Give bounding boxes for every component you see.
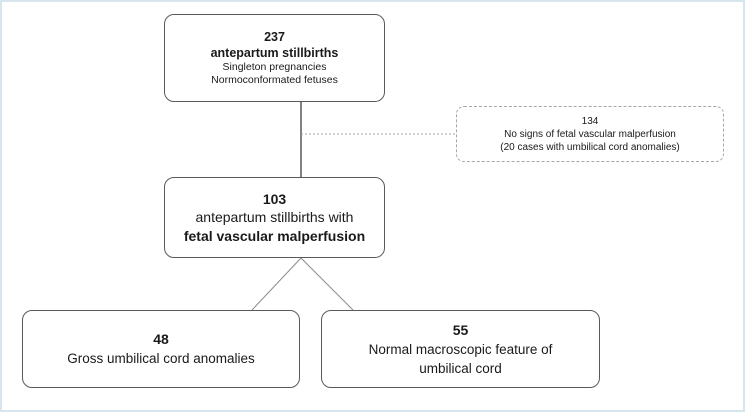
connector-fvm-to-gross xyxy=(251,257,302,311)
box-fvm-stillbirths: 103 antepartum stillbirths with fetal va… xyxy=(164,177,385,258)
box-total-stillbirths: 237 antepartum stillbirths Singleton pre… xyxy=(164,14,385,102)
box-excluded-no-fvm: 134 No signs of fetal vascular malperfus… xyxy=(456,106,724,162)
fvm-line2: fetal vascular malperfusion xyxy=(183,227,366,244)
total-criteria-normoconformated: Normoconformated fetuses xyxy=(211,73,338,86)
connector-fvm-to-normal xyxy=(300,257,354,311)
normal-count: 55 xyxy=(452,321,469,338)
excluded-count: 134 xyxy=(581,115,599,127)
box-gross-cord-anomalies: 48 Gross umbilical cord anomalies xyxy=(22,310,300,388)
gross-count: 48 xyxy=(153,331,169,347)
normal-description-line2: umbilical cord xyxy=(419,360,502,376)
fvm-line1: antepartum stillbirths with xyxy=(195,208,354,225)
total-title: antepartum stillbirths xyxy=(210,45,339,60)
total-count: 237 xyxy=(264,29,285,44)
gross-description: Gross umbilical cord anomalies xyxy=(67,351,255,366)
excluded-description: No signs of fetal vascular malperfusion xyxy=(504,128,676,140)
fvm-count: 103 xyxy=(262,190,287,207)
excluded-note: (20 cases with umbilical cord anomalies) xyxy=(500,141,680,153)
total-criteria-singleton: Singleton pregnancies xyxy=(222,60,327,73)
box-normal-cord: 55 Normal macroscopic feature of umbilic… xyxy=(321,310,600,388)
normal-description-line1: Normal macroscopic feature of xyxy=(368,341,553,357)
